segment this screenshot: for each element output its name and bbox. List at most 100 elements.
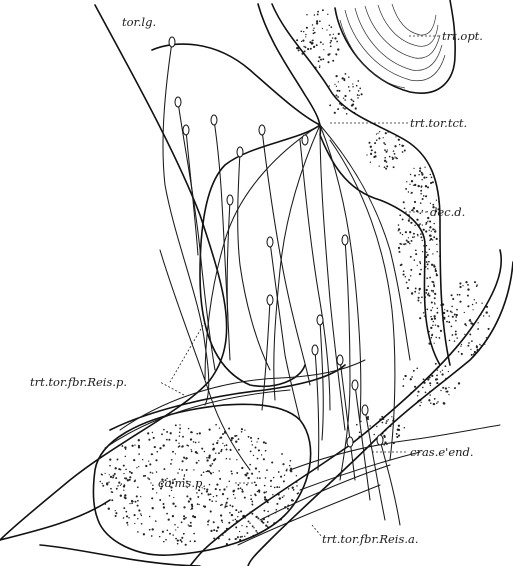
stipple-dot (279, 497, 281, 499)
stipple-dot (190, 438, 192, 440)
stipple-dot (273, 477, 275, 479)
stipple-dot (417, 299, 419, 301)
stipple-dot (423, 312, 424, 313)
stipple-dot (377, 133, 378, 134)
stipple-dot (190, 431, 192, 433)
stipple-dot (255, 467, 257, 469)
stipple-dot (213, 448, 215, 450)
stipple-dot (252, 444, 253, 445)
stipple-dot (432, 228, 434, 230)
stipple-dot (138, 453, 140, 455)
stipple-dot (225, 504, 226, 505)
stipple-dot (266, 469, 268, 471)
stipple-dot (109, 458, 111, 460)
stipple-dot (163, 541, 165, 543)
stipple-dot (216, 530, 218, 532)
stipple-dot (429, 382, 431, 384)
stipple-dot (108, 482, 109, 483)
stipple-dot (115, 467, 117, 469)
stipple-dot (115, 512, 117, 514)
stipple-dot (408, 220, 410, 222)
stipple-dot (172, 503, 174, 505)
stipple-dot (255, 516, 257, 518)
stipple-dot (226, 444, 228, 446)
stipple-dot (239, 531, 240, 532)
stipple-dot (422, 251, 423, 252)
stipple-dot (235, 519, 237, 521)
stipple-dot (175, 424, 177, 426)
stipple-dot (181, 469, 183, 471)
stipple-dot (127, 524, 128, 525)
stipple-dot (229, 505, 231, 507)
stipple-dot (357, 80, 359, 82)
stipple-dot (198, 442, 199, 443)
stipple-dot (403, 145, 404, 146)
stipple-dot (403, 274, 405, 276)
stipple-dot (429, 394, 431, 396)
neuron-cell (302, 135, 308, 145)
stipple-dot (338, 90, 340, 92)
stipple-dot (424, 316, 425, 317)
stipple-dot (250, 495, 251, 496)
stipple-dot (124, 446, 126, 448)
stipple-dot (191, 451, 193, 453)
stipple-dot (274, 487, 276, 489)
stipple-dot (426, 177, 427, 178)
stipple-dot (434, 297, 436, 299)
stipple-dot (399, 214, 401, 216)
stipple-dot (174, 524, 175, 525)
stipple-dot (147, 432, 149, 434)
stipple-dot (179, 435, 181, 437)
stipple-dot (398, 248, 400, 250)
stipple-dot (481, 303, 482, 304)
stipple-dot (264, 485, 266, 487)
neuron-cell (362, 405, 368, 415)
stipple-dot (432, 181, 434, 183)
stipple-dot (123, 489, 124, 490)
stipple-dot (236, 459, 237, 460)
stipple-dot (179, 424, 180, 425)
stipple-dot (301, 41, 302, 42)
stipple-dot (417, 265, 418, 266)
stipple-dot (266, 491, 268, 493)
stipple-dot (425, 391, 427, 393)
stipple-dot (209, 429, 211, 431)
stipple-dot (136, 495, 138, 497)
stipple-dot (452, 298, 454, 300)
stipple-dot (112, 475, 114, 477)
stipple-dot (286, 469, 287, 470)
stipple-dot (417, 391, 419, 393)
stipple-dot (409, 218, 410, 219)
stipple-dot (125, 477, 127, 479)
stipple-dot (384, 166, 386, 168)
stipple-dot (335, 38, 336, 39)
stipple-dot (431, 375, 433, 377)
stipple-dot (109, 465, 111, 467)
stipple-dot (440, 390, 441, 391)
stipple-dot (440, 371, 441, 372)
stipple-dot (483, 315, 484, 316)
stipple-dot (425, 185, 427, 187)
stipple-dot (404, 207, 406, 209)
stipple-dot (407, 241, 409, 243)
stipple-dot (476, 302, 478, 304)
stipple-dot (419, 273, 421, 275)
stipple-dot (348, 86, 350, 88)
stipple-dot (106, 482, 108, 484)
stipple-dot (249, 464, 251, 466)
stipple-dot (413, 370, 415, 372)
stipple-dot (246, 474, 247, 475)
stipple-dot (255, 494, 257, 496)
stipple-dot (190, 522, 192, 524)
stipple-dot (212, 463, 214, 465)
stipple-dot (148, 478, 150, 480)
stipple-dot (430, 316, 431, 317)
stipple-dot (408, 279, 410, 281)
stipple-dot (369, 425, 370, 426)
stipple-dot (215, 488, 217, 490)
stipple-dot (190, 509, 191, 510)
stipple-dot (270, 486, 272, 488)
stipple-dot (305, 34, 306, 35)
stipple-dot (148, 439, 150, 441)
stipple-dot (235, 526, 237, 528)
